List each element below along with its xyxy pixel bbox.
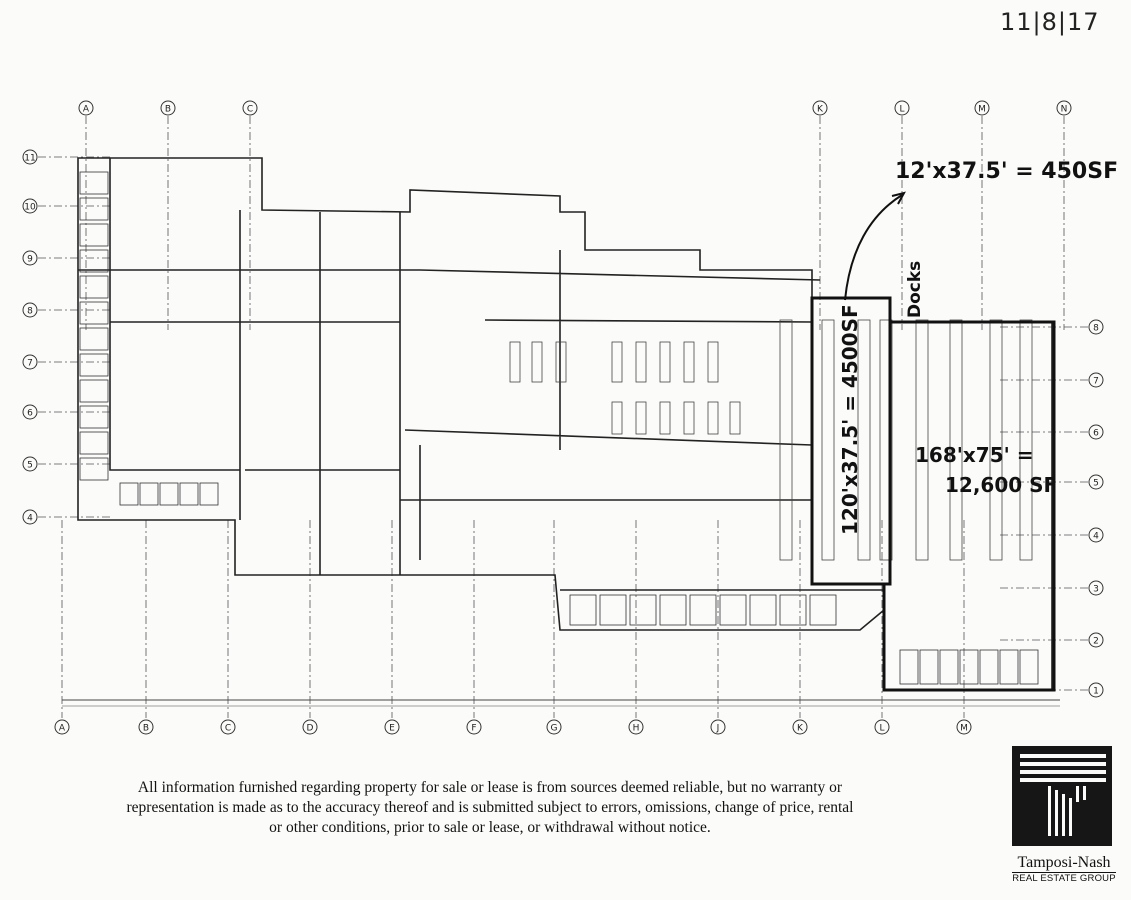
grid-label-right-6: 6 <box>1088 424 1104 440</box>
svg-text:K: K <box>817 105 824 115</box>
grid-label-left-7: 7 <box>22 354 38 370</box>
svg-text:8: 8 <box>1093 324 1099 334</box>
svg-text:3: 3 <box>1093 585 1099 595</box>
svg-text:L: L <box>899 105 904 115</box>
svg-text:L: L <box>879 724 884 734</box>
grid-label-bottom-M: M <box>956 719 972 735</box>
grid-label-right-1: 1 <box>1088 682 1104 698</box>
floor-plan: A B C K L M N A B C D E F G H J K L M 11 10 9 8 7 6 5 4 8 7 6 5 4 3 2 1 12… <box>22 100 1118 735</box>
grid-label-bottom-E: E <box>384 719 400 735</box>
grid-label-top-L: L <box>894 100 910 116</box>
highlighted-areas <box>810 296 1056 692</box>
svg-text:11: 11 <box>24 154 35 164</box>
grid-label-bottom-F: F <box>466 719 482 735</box>
svg-text:D: D <box>307 724 314 734</box>
main-area-outline <box>882 320 1056 692</box>
building-outline <box>77 157 1053 691</box>
svg-text:A: A <box>83 105 90 115</box>
grid-label-top-C: C <box>242 100 258 116</box>
grid-label-top-K: K <box>812 100 828 116</box>
grid-label-left-4: 4 <box>22 509 38 525</box>
svg-text:4: 4 <box>27 514 33 524</box>
disclaimer-text: All information furnished regarding prop… <box>126 779 854 836</box>
svg-text:1: 1 <box>1093 687 1099 697</box>
docks-label: Docks <box>905 261 925 318</box>
svg-text:K: K <box>797 724 804 734</box>
grid-label-left-5: 5 <box>22 456 38 472</box>
svg-text:M: M <box>978 105 986 115</box>
grid-label-left-9: 9 <box>22 250 38 266</box>
svg-text:C: C <box>225 724 231 734</box>
svg-text:5: 5 <box>27 461 33 471</box>
svg-text:10: 10 <box>24 203 36 213</box>
grid-label-top-B: B <box>160 100 176 116</box>
svg-text:7: 7 <box>27 359 33 369</box>
svg-text:6: 6 <box>1093 429 1099 439</box>
grid-label-right-5: 5 <box>1088 474 1104 490</box>
logo-name: Tamposi-Nash <box>1017 854 1111 871</box>
grid-label-bottom-D: D <box>302 719 318 735</box>
logo-mark-icon <box>1012 746 1112 846</box>
svg-text:C: C <box>247 105 253 115</box>
svg-text:G: G <box>551 724 558 734</box>
company-logo: Tamposi-Nash REAL ESTATE GROUP <box>1012 746 1116 884</box>
grid-label-top-M: M <box>974 100 990 116</box>
grid-label-left-8: 8 <box>22 302 38 318</box>
svg-text:8: 8 <box>27 307 33 317</box>
grid-label-bottom-A: A <box>54 719 70 735</box>
svg-text:N: N <box>1061 105 1068 115</box>
svg-text:A: A <box>59 724 66 734</box>
grid-label-left-6: 6 <box>22 404 38 420</box>
grid-label-right-7: 7 <box>1088 372 1104 388</box>
arrow-annotation <box>844 194 903 301</box>
svg-text:J: J <box>716 724 720 734</box>
grid-label-bottom-K: K <box>792 719 808 735</box>
svg-text:H: H <box>633 724 640 734</box>
dock-area-note: 120'x37.5' = 4500SF <box>838 304 862 535</box>
grid-label-bottom-J: J <box>710 719 726 735</box>
grid-label-bottom-B: B <box>138 719 154 735</box>
svg-text:9: 9 <box>27 255 33 265</box>
svg-text:5: 5 <box>1093 479 1099 489</box>
grid-label-top-A: A <box>78 100 94 116</box>
grid-label-bottom-G: G <box>546 719 562 735</box>
grid-label-left-10: 10 <box>22 198 38 214</box>
svg-text:2: 2 <box>1093 637 1099 647</box>
grid-label-right-2: 2 <box>1088 632 1104 648</box>
grid-label-bottom-H: H <box>628 719 644 735</box>
svg-text:7: 7 <box>1093 377 1099 387</box>
svg-text:E: E <box>389 724 395 734</box>
grid-label-bottom-L: L <box>874 719 890 735</box>
svg-text:M: M <box>960 724 968 734</box>
grid-label-right-4: 4 <box>1088 527 1104 543</box>
grid-label-bottom-C: C <box>220 719 236 735</box>
grid-label-top-N: N <box>1056 100 1072 116</box>
svg-text:B: B <box>165 105 171 115</box>
handwritten-date: 11|8|17 <box>1000 8 1100 36</box>
logo-subtitle: REAL ESTATE GROUP <box>1012 872 1116 884</box>
grid-label-right-3: 3 <box>1088 580 1104 596</box>
dock-area-outline <box>810 296 892 586</box>
svg-text:F: F <box>471 724 476 734</box>
grid-label-left-11: 11 <box>22 149 38 165</box>
main-area-note-line2: 12,600 SF <box>945 473 1057 497</box>
grid-label-right-8: 8 <box>1088 319 1104 335</box>
svg-text:4: 4 <box>1093 532 1099 542</box>
svg-text:B: B <box>143 724 149 734</box>
main-area-note-line1: 168'x75' = <box>915 443 1033 467</box>
svg-text:6: 6 <box>27 409 33 419</box>
small-area-note: 12'x37.5' = 450SF <box>895 159 1118 184</box>
